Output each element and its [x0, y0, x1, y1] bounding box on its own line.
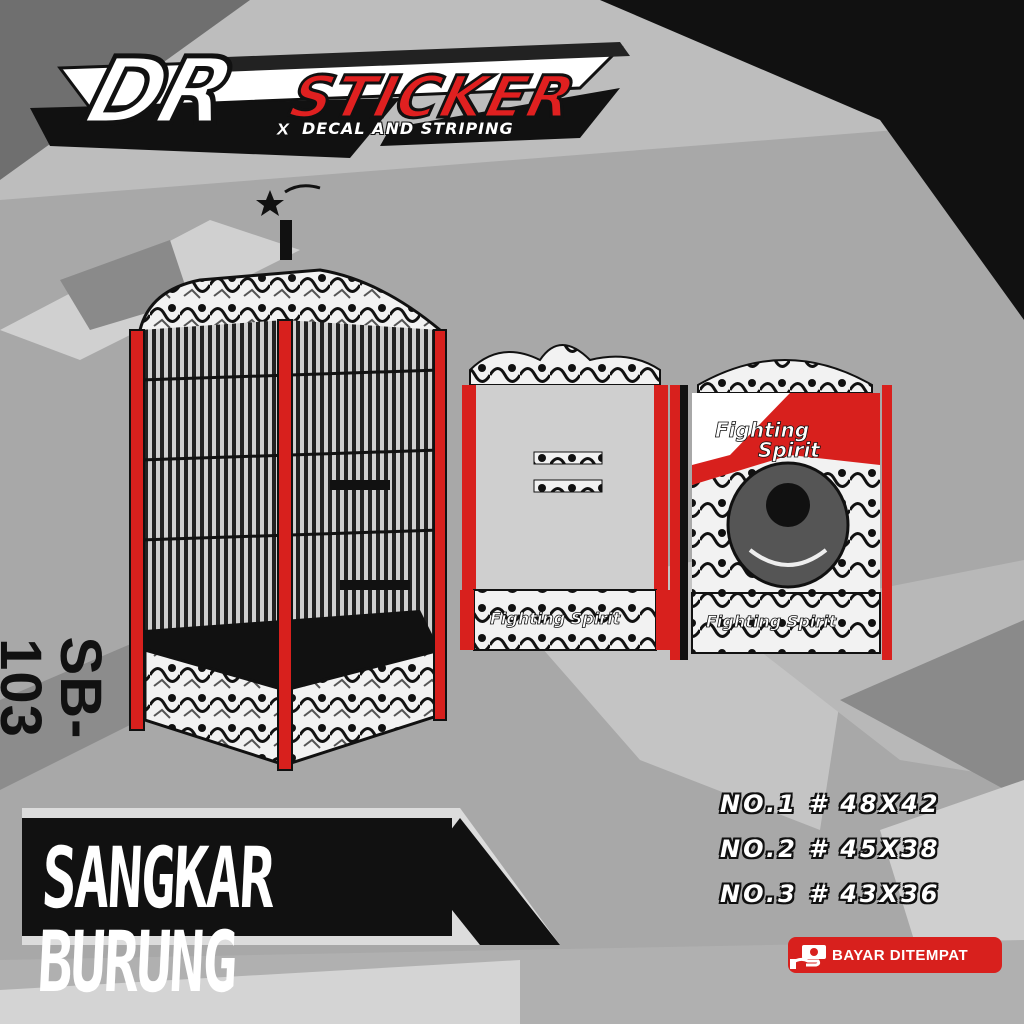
- cash-on-delivery-badge: BAYAR DITEMPAT: [788, 937, 1002, 973]
- brand-logo: DR STICKER x DECAL AND STRIPING: [20, 28, 640, 168]
- logo-swoosh: [30, 42, 630, 158]
- cash-on-delivery-label: BAYAR DITEMPAT: [832, 946, 969, 964]
- bird-cage-illustration: [129, 184, 447, 771]
- cash-on-delivery-icon: [790, 945, 826, 969]
- product-code: SB-103: [0, 636, 113, 740]
- logo-tagline: DECAL AND STRIPING: [302, 119, 514, 138]
- panel-a-banner-text: Fighting Spirit: [490, 609, 622, 628]
- product-title: SANGKAR BURUNG: [35, 828, 275, 1012]
- title-banner: [22, 818, 452, 936]
- size-option: NO.3 # 43X36: [720, 880, 941, 908]
- size-option: NO.1 # 48X42: [720, 790, 941, 818]
- size-list: NO.1 # 48X42 NO.2 # 45X38 NO.3 # 43X36: [720, 782, 1010, 917]
- decal-panel-front: Fighting Spirit: [460, 344, 670, 651]
- decal-panel-side: Fighting Spirit Fighting Spirit: [670, 359, 892, 660]
- logo-x-text: x: [275, 116, 291, 141]
- logo-sticker-text: STICKER: [282, 62, 584, 133]
- panel-b-banner-text: Fighting Spirit: [706, 612, 838, 631]
- size-option: NO.2 # 45X38: [720, 835, 941, 863]
- logo-dr-text: DR: [72, 36, 243, 148]
- panel-b-text-line2: Spirit: [758, 438, 821, 462]
- panel-b-text-line1: Fighting: [715, 418, 809, 442]
